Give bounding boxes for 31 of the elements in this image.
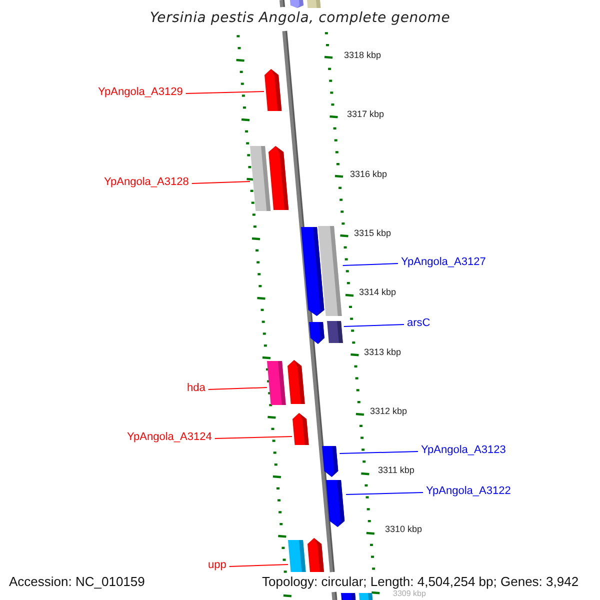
scale-label: 3314 kbp <box>359 288 396 297</box>
leader-line <box>342 263 398 266</box>
scale-label: 3313 kbp <box>364 348 402 357</box>
gene-label: arsC <box>407 318 430 329</box>
gene-label: YpAngola_A3127 <box>401 257 486 268</box>
scale-label: 3309 kbp <box>393 590 426 598</box>
scale-label: 3315 kbp <box>354 229 392 238</box>
gene-label: hda <box>187 383 206 394</box>
footer-text: Topology: circular; Length: 4,504,254 bp; Genes: 3,942 <box>262 575 579 588</box>
scale-label: 3318 kbp <box>344 51 382 60</box>
leader-line <box>214 436 292 439</box>
leader-line <box>339 451 418 454</box>
scale-label: 3317 kbp <box>347 110 384 119</box>
title: Yersinia pestis Angola, complete genome <box>148 11 452 25</box>
scale-label: 3310 kbp <box>385 525 422 534</box>
scale-label: 3316 kbp <box>350 170 388 179</box>
gene-label: YpAngola_A3129 <box>98 87 183 98</box>
gene-label: YpAngola_A3128 <box>104 177 189 188</box>
footer-text: Accession: NC_010159 <box>9 575 145 588</box>
gene-label: YpAngola_A3122 <box>426 486 511 497</box>
gene-label: YpAngola_A3123 <box>421 445 506 456</box>
leader-line <box>343 324 404 327</box>
leader-line <box>346 492 424 495</box>
gene-label: YpAngola_A3124 <box>127 432 212 443</box>
scale-label: 3312 kbp <box>370 407 408 416</box>
leader-line <box>185 91 264 94</box>
gene-label: upp <box>208 560 226 571</box>
leader-line <box>208 387 268 390</box>
leader-line <box>228 564 288 567</box>
leader-line <box>191 181 250 184</box>
scale-label: 3311 kbp <box>378 466 414 475</box>
